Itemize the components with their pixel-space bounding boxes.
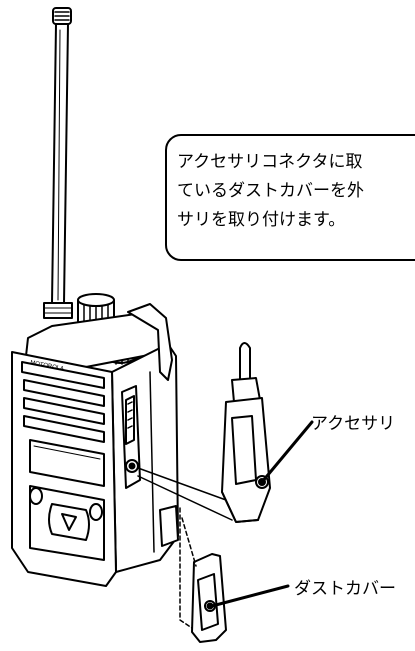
instruction-callout: アクセサリコネクタに取 ているダストカバーを外 サリを取り付けます。 [165,134,415,261]
dust-cover [191,553,227,643]
dustcover-leader-line [210,584,290,608]
accessory-plug [221,342,271,523]
radio-body [11,303,179,587]
antenna [43,7,73,319]
dust-cover-label: ダストカバー [294,579,396,599]
callout-line-3: サリを取り付けます。 [177,210,346,230]
accessory-leader-line [260,420,314,484]
accessory-label: アクセサリ [311,414,396,434]
callout-line-1: アクセサリコネクタに取 [177,152,363,172]
guide-lines [137,467,233,629]
callout-line-2: ているダストカバーを外 [177,181,364,201]
